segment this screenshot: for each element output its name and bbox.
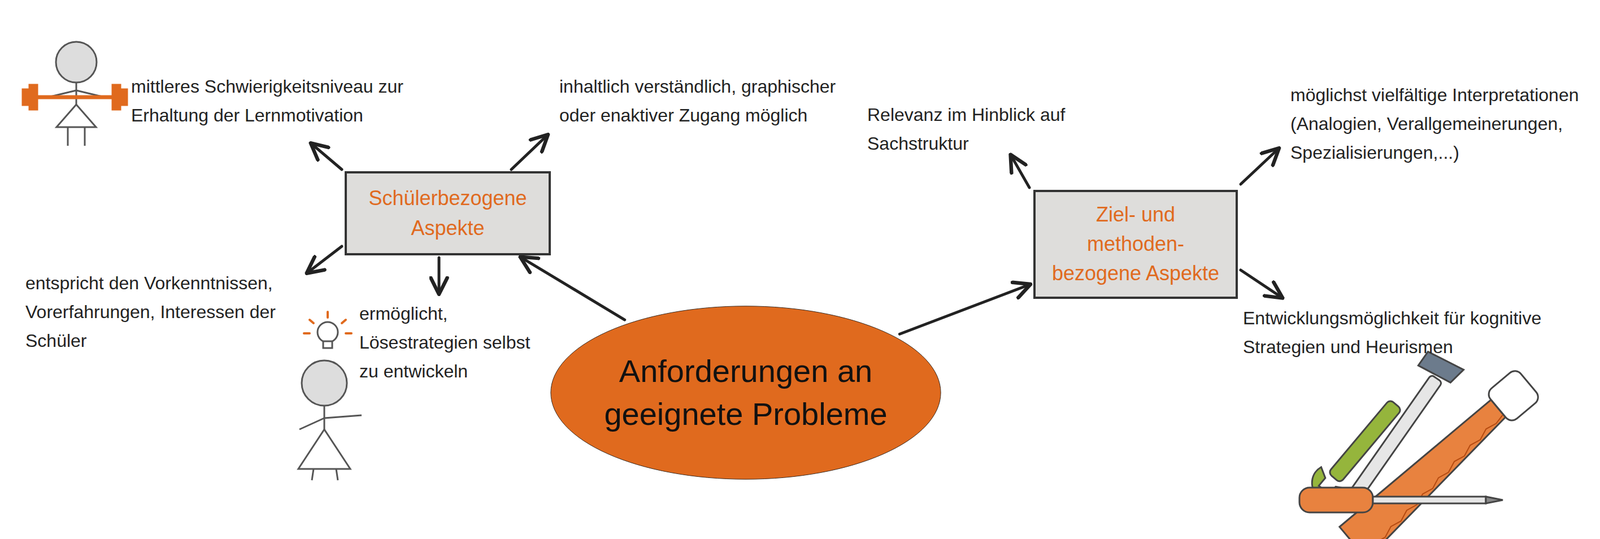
note-text: entspricht den Vorkenntnissen, Vorerfahr…	[25, 268, 320, 356]
aspect-box: Ziel- und methoden- bezogene Aspekte	[1033, 189, 1238, 299]
node-text-group: Schülerbezogene Aspekte	[359, 183, 537, 243]
connector-arrow	[521, 257, 625, 320]
aspect-heading: Schülerbezogene Aspekte	[359, 183, 537, 243]
note-text: Relevanz im Hinblick auf Sachstruktur	[867, 100, 1105, 159]
note-text: inhaltlich verständlich, graphischer ode…	[559, 72, 865, 130]
weightlifter-figure	[22, 41, 128, 146]
node-text-group: Anforderungen an geeignete Probleme	[587, 349, 904, 436]
main-title: Anforderungen an geeignete Probleme	[587, 349, 904, 436]
central-ellipse: Anforderungen an geeignete Probleme	[548, 303, 944, 482]
tools-illustration	[1299, 346, 1549, 539]
note-text: möglichst vielfältige Interpretationen (…	[1290, 80, 1593, 168]
aspect-box: Schülerbezogene Aspekte	[344, 171, 551, 256]
aspect-heading: Ziel- und methoden- bezogene Aspekte	[1048, 200, 1224, 289]
node-text-group: Ziel- und methoden- bezogene Aspekte	[1048, 200, 1224, 289]
connector-arrow	[899, 284, 1029, 334]
idea-figure	[298, 311, 362, 481]
leader-arrows	[307, 135, 1282, 298]
note-text: mittleres Schwierigkeitsniveau zur Erhal…	[131, 72, 448, 130]
note-text: ermöglicht, Lösestrategien selbst zu ent…	[359, 299, 546, 387]
note-text: Entwicklungsmöglichkeit für kognitive St…	[1242, 303, 1571, 362]
ellipse-outline	[548, 303, 944, 482]
